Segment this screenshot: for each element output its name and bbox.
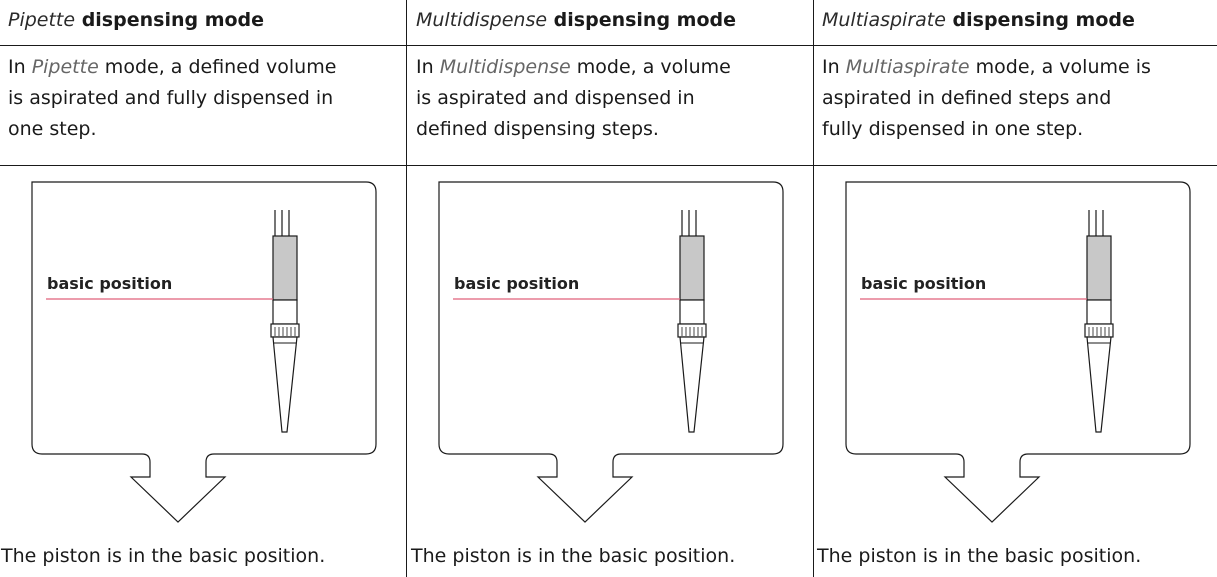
description-line: aspirated in defined steps and: [822, 87, 1112, 109]
speech-bubble-arrow: [31, 181, 377, 523]
mode-name: Pipette: [31, 56, 99, 78]
footer-multiaspirate: The piston is in the basic position.: [817, 545, 1142, 567]
mode-name: Multidispense: [439, 56, 571, 78]
text: In: [8, 56, 32, 78]
column-header-multidispense: Multidispense dispensing mode: [416, 9, 736, 37]
header-suffix: dispensing mode: [945, 9, 1135, 31]
multidispense-illustration: basic position: [438, 181, 784, 523]
pipette-illustration: basic position: [31, 181, 377, 523]
column-header-pipette: Pipette dispensing mode: [8, 9, 264, 37]
table-rule-description: [0, 165, 1217, 166]
header-suffix: dispensing mode: [75, 9, 265, 31]
basic-position-label: basic position: [861, 274, 986, 293]
mode-name: Pipette: [8, 9, 76, 31]
pipette-piston-icon: [677, 210, 707, 433]
description-line: is aspirated and dispensed in: [416, 87, 695, 109]
pipette-piston-icon: [1084, 210, 1114, 433]
text: In: [416, 56, 440, 78]
description-line: defined dispensing steps.: [416, 118, 659, 140]
multiaspirate-illustration: basic position: [845, 181, 1191, 523]
text: mode, a volume is: [969, 56, 1151, 78]
text: mode, a defined volume: [98, 56, 337, 78]
description-line: one step.: [8, 118, 97, 140]
column-divider-1: [406, 0, 407, 577]
column-divider-2: [813, 0, 814, 577]
basic-position-label: basic position: [47, 274, 172, 293]
description-multiaspirate: In Multiaspirate mode, a volume is aspir…: [822, 52, 1217, 145]
header-suffix: dispensing mode: [547, 9, 737, 31]
pipette-piston-icon: [270, 210, 300, 433]
description-multidispense: In Multidispense mode, a volume is aspir…: [416, 52, 811, 145]
table-rule-header: [0, 45, 1217, 46]
speech-bubble-arrow: [438, 181, 784, 523]
description-line: In Pipette mode, a defined volume: [8, 52, 403, 83]
mode-name: Multiaspirate: [845, 56, 970, 78]
description-line: In Multiaspirate mode, a volume is: [822, 52, 1217, 83]
basic-position-label: basic position: [454, 274, 579, 293]
description-line: In Multidispense mode, a volume: [416, 52, 811, 83]
text: mode, a volume: [570, 56, 731, 78]
speech-bubble-arrow: [845, 181, 1191, 523]
footer-pipette: The piston is in the basic position.: [1, 545, 326, 567]
footer-multidispense: The piston is in the basic position.: [411, 545, 736, 567]
mode-name: Multiaspirate: [822, 9, 946, 31]
text: In: [822, 56, 846, 78]
mode-name: Multidispense: [416, 9, 548, 31]
column-header-multiaspirate: Multiaspirate dispensing mode: [822, 9, 1135, 37]
description-line: fully dispensed in one step.: [822, 118, 1084, 140]
description-line: is aspirated and fully dispensed in: [8, 87, 334, 109]
description-pipette: In Pipette mode, a defined volume is asp…: [8, 52, 403, 145]
